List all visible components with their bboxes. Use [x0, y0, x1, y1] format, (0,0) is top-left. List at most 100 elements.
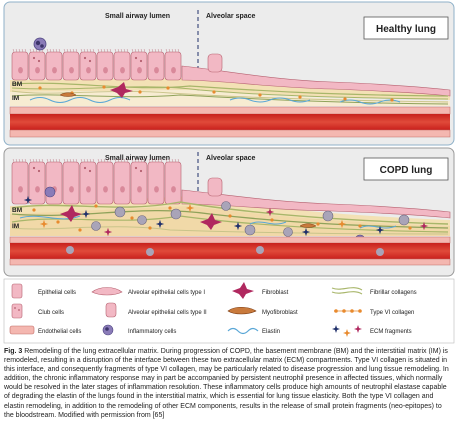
legend-item-myofibroblast: Myofibroblast: [227, 306, 298, 316]
alveolar-type1-icon: [91, 287, 123, 296]
legend: Epithelial cells Club cells Endothelial …: [3, 278, 455, 344]
type6-collagen-icon: [334, 309, 362, 313]
epithelial-cell: [147, 51, 165, 81]
ecm-fragment: [301, 227, 311, 237]
epithelial-cell: [62, 161, 80, 205]
copd-lung-panel: COPD lung Small airway lumen Alveolar sp…: [3, 147, 455, 277]
caption-text: Remodeling of the lung extracellular mat…: [4, 348, 449, 419]
epithelial-cell: [130, 51, 148, 81]
healthy-epithelial-layer: [11, 48, 451, 97]
alveolar-type2-icon: [105, 302, 117, 318]
legend-myofibroblast-label: Myofibroblast: [262, 310, 298, 316]
alveolar-type1-cells: [181, 189, 451, 219]
legend-item-club: Club cells: [11, 303, 64, 319]
copd-endothelial-bottom: [9, 258, 451, 266]
club-cell-icon: [11, 303, 23, 319]
epithelial-cell: [164, 51, 182, 81]
copd-epithelial-layer: [11, 158, 451, 219]
copd-im-label: IM: [12, 223, 19, 230]
ecm-fragment: [332, 325, 340, 333]
copd-fibroblasts: [60, 205, 317, 230]
epithelial-cell: [45, 161, 63, 205]
epithelial-cell: [28, 161, 46, 205]
ecm-fragment: [354, 325, 362, 333]
copd-inflammatory-cells: [44, 186, 410, 246]
healthy-left-region: Small airway lumen: [105, 13, 170, 20]
epithelial-cell: [130, 161, 148, 205]
legend-inflammatory-label: Inflammatory cells: [128, 329, 176, 335]
legend-item-inflammatory: Inflammatory cells: [102, 324, 176, 336]
copd-blood-fragments: [66, 246, 384, 256]
legend-item-epithelial: Epithelial cells: [11, 283, 76, 299]
epithelial-cell: [164, 161, 182, 205]
copd-right-region: Alveolar space: [206, 155, 256, 162]
epithelial-cell: [79, 161, 97, 205]
epithelial-cell: [28, 51, 46, 81]
legend-item-alv1: Alveolar epithelial cells type I: [91, 287, 205, 296]
healthy-endothelial-top: [9, 106, 451, 115]
legend-epithelial-label: Epithelial cells: [38, 290, 76, 296]
healthy-lung-panel: Healthy lung Small airway lumen Alveolar…: [3, 1, 455, 146]
ecm-fragment-icon: [332, 325, 362, 337]
ecm-fragment: [185, 203, 195, 213]
ecm-fragment: [419, 221, 429, 231]
legend-type6-label: Type VI collagen: [370, 310, 414, 316]
ecm-fragment: [265, 207, 275, 217]
legend-elastin-label: Elastin: [262, 329, 280, 335]
alveolar-type2-cell: [207, 53, 223, 73]
epithelial-icon: [11, 283, 23, 299]
healthy-bm-label: BM: [12, 81, 22, 88]
alveolar-type1-cells: [181, 65, 451, 97]
epithelial-cell: [79, 51, 97, 81]
epithelial-cell: [45, 51, 63, 81]
ecm-fragment: [39, 219, 49, 229]
healthy-blood-vessel: [10, 114, 450, 130]
epithelial-cell: [113, 161, 131, 205]
copd-left-region: Small airway lumen: [105, 155, 170, 162]
healthy-title-box: [363, 16, 449, 40]
healthy-fibroblasts: [59, 82, 133, 98]
copd-title: COPD lung: [380, 165, 433, 176]
elastin-icon: [227, 327, 259, 335]
epithelial-cell: [96, 161, 114, 205]
endothelial-icon: [9, 325, 35, 335]
ecm-fragment: [155, 219, 165, 229]
healthy-right-region: Alveolar space: [206, 13, 256, 20]
ecm-fragment: [81, 209, 91, 219]
fibrillar-collagen-icon: [331, 287, 363, 295]
ecm-fragment: [343, 329, 351, 337]
healthy-title: Healthy lung: [376, 24, 436, 35]
ecm-fragment: [375, 225, 385, 235]
legend-item-ecm: ECM fragments: [332, 325, 412, 337]
legend-endothelial-label: Endothelial cells: [38, 329, 81, 335]
healthy-inflammatory-cell: [33, 37, 47, 51]
legend-item-elastin: Elastin: [227, 327, 280, 335]
epithelial-cell: [96, 51, 114, 81]
healthy-endothelial-bottom: [9, 129, 451, 138]
legend-alv1-label: Alveolar epithelial cells type I: [128, 290, 205, 296]
epithelial-cell: [62, 51, 80, 81]
epithelial-cell: [147, 161, 165, 205]
copd-blood-vessel: [10, 243, 450, 259]
legend-frame: [3, 278, 455, 344]
legend-ecm-label: ECM fragments: [370, 329, 412, 335]
copd-endothelial-top: [9, 236, 451, 244]
ecm-fragment: [103, 227, 113, 237]
legend-item-alv2: Alveolar epithelial cells type II: [105, 302, 207, 318]
copd-type6-collagen: [32, 204, 412, 232]
legend-fibrillar-label: Fibrillar collagens: [370, 290, 417, 296]
legend-item-fibrillar: Fibrillar collagens: [331, 287, 417, 296]
alveolar-type2-cell: [207, 177, 223, 197]
copd-title-box: [363, 157, 449, 181]
legend-club-label: Club cells: [38, 310, 64, 316]
legend-fibroblast-label: Fibroblast: [262, 290, 289, 296]
myofibroblast-icon: [227, 306, 257, 315]
ecm-fragment: [233, 221, 243, 231]
legend-item-fibroblast: Fibroblast: [232, 282, 289, 299]
epithelial-cell: [11, 51, 29, 81]
figure-caption: Fig. 3 Remodeling of the lung extracellu…: [4, 347, 452, 420]
copd-bm-label: BM: [12, 207, 22, 214]
epithelial-cell: [113, 51, 131, 81]
legend-item-endothelial: Endothelial cells: [9, 325, 81, 335]
